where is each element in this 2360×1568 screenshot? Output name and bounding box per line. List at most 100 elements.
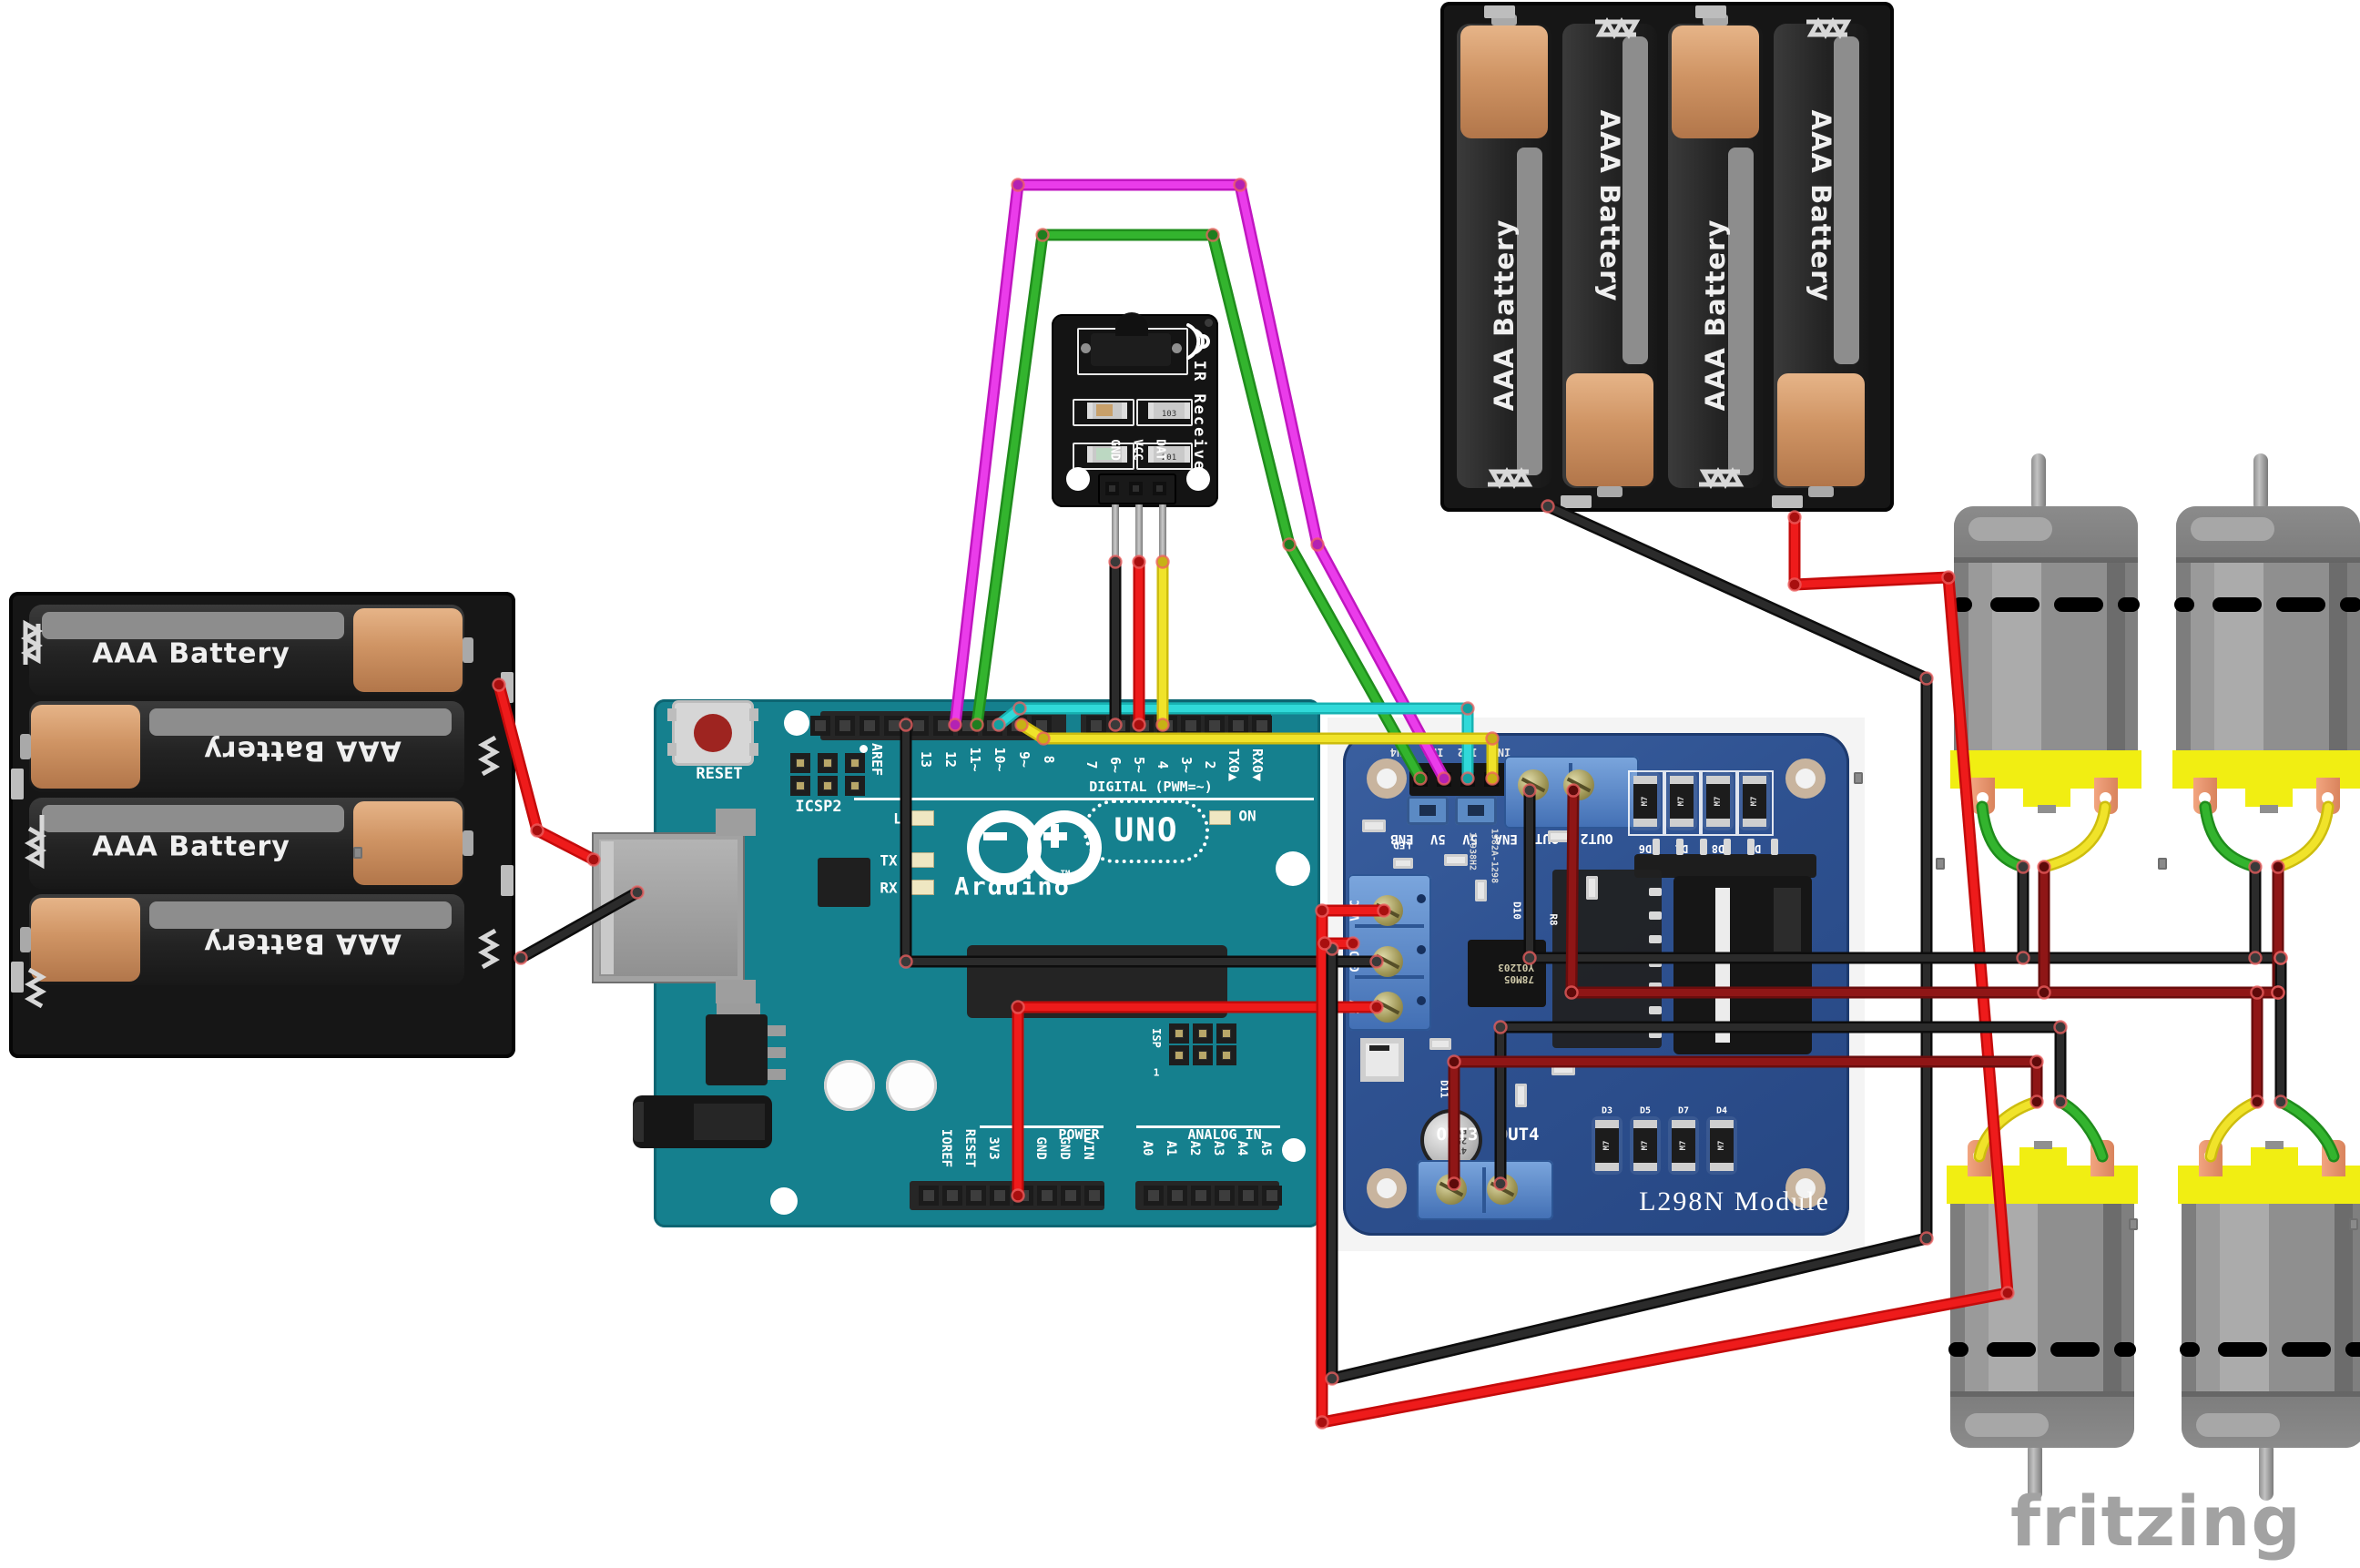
power-header[interactable]	[910, 1181, 1104, 1210]
analog-header[interactable]	[1135, 1181, 1282, 1210]
header-pin[interactable]	[1144, 1186, 1164, 1206]
dc-motor-bottom-left[interactable]	[1947, 1140, 2138, 1501]
wire-bendpoint[interactable]	[2029, 1095, 2044, 1109]
isp-pin[interactable]	[1169, 1023, 1189, 1044]
header-pin[interactable]	[1167, 1186, 1187, 1206]
wire-bendpoint[interactable]	[1919, 1231, 1934, 1246]
icsp2-pin[interactable]	[790, 753, 810, 773]
wire-bendpoint[interactable]	[2274, 951, 2288, 965]
in-header[interactable]	[1409, 763, 1508, 796]
wire-bendpoint[interactable]	[2037, 860, 2051, 874]
wire-bendpoint[interactable]	[2271, 985, 2285, 1000]
isp-pin[interactable]	[1216, 1023, 1236, 1044]
isp-pin[interactable]	[1169, 1045, 1189, 1065]
header-pin[interactable]	[990, 1186, 1010, 1206]
header-pin[interactable]	[1061, 1186, 1081, 1206]
digital-header-left[interactable]	[810, 711, 1066, 740]
digital-header-right[interactable]	[1081, 711, 1272, 740]
wire-bendpoint[interactable]	[514, 951, 528, 965]
header-pin[interactable]	[884, 716, 904, 736]
l298n-module-photo[interactable]: IN1 IN2 IN3 IN4 ENA 5V 5V ENB OUT2 OUT1 …	[1328, 718, 1865, 1251]
header-pin[interactable]	[1181, 716, 1201, 736]
icsp2-pin[interactable]	[818, 776, 838, 796]
icsp2-pin[interactable]	[818, 753, 838, 773]
5v-screw[interactable]	[1372, 992, 1403, 1023]
ir-receiver-module[interactable]: IR Receiver 103 201 GND VCC DAT	[1052, 312, 1218, 563]
ir-pin[interactable]	[1159, 504, 1166, 563]
enb-jumper[interactable]	[1455, 796, 1497, 825]
wire-bendpoint[interactable]	[2016, 860, 2030, 874]
isp-pin[interactable]	[1216, 1045, 1236, 1065]
icsp2-pin[interactable]	[790, 776, 810, 796]
header-pin[interactable]	[835, 716, 855, 736]
header-pin[interactable]	[933, 716, 953, 736]
header-pin[interactable]	[1252, 716, 1272, 736]
header-pin[interactable]	[966, 1186, 986, 1206]
wire-bendpoint[interactable]	[2053, 1095, 2068, 1109]
wire-bendpoint[interactable]	[2016, 951, 2030, 965]
wire-bendpoint[interactable]	[2274, 951, 2288, 965]
wire-bendpoint[interactable]	[1233, 178, 1247, 192]
icsp2-pin[interactable]	[845, 753, 865, 773]
motor2-lead-green[interactable]	[2202, 803, 2259, 871]
header-pin[interactable]	[1215, 1186, 1235, 1206]
out3-screw[interactable]	[1436, 1174, 1467, 1205]
ir-pin[interactable]	[1112, 504, 1119, 563]
isp-pin[interactable]	[1193, 1023, 1213, 1044]
header-pin[interactable]	[1228, 716, 1248, 736]
motor-terminal[interactable]	[2199, 1140, 2223, 1176]
ir-header[interactable]	[1098, 473, 1176, 504]
header-pin[interactable]	[942, 1186, 962, 1206]
wire-bendpoint[interactable]	[2248, 951, 2263, 965]
out1-screw[interactable]	[1563, 769, 1594, 800]
reset-button[interactable]	[667, 703, 758, 763]
wire-bendpoint[interactable]	[2250, 1095, 2264, 1109]
wire-bendpoint[interactable]	[1787, 510, 1802, 524]
wire-bendpoint[interactable]	[1460, 701, 1475, 716]
gnd-screw[interactable]	[1372, 946, 1403, 977]
dc-motor-bottom-right[interactable]	[2178, 1140, 2360, 1501]
ir-pin[interactable]	[1135, 504, 1143, 563]
header-pin[interactable]	[919, 1186, 939, 1206]
header-pin[interactable]	[1007, 716, 1027, 736]
motor-terminal[interactable]	[1968, 1140, 1991, 1176]
header-pin[interactable]	[810, 716, 830, 736]
out2-screw[interactable]	[1518, 769, 1549, 800]
wire-bendpoint[interactable]	[2250, 985, 2264, 1000]
wire-bendpoint[interactable]	[1919, 671, 1934, 686]
header-pin[interactable]	[1013, 1186, 1033, 1206]
wire-bendpoint[interactable]	[1282, 537, 1297, 552]
motor-terminal[interactable]	[2090, 1140, 2114, 1176]
wire-bendpoint[interactable]	[1315, 1415, 1329, 1430]
wire-bendpoint[interactable]	[1787, 577, 1802, 592]
header-pin[interactable]	[1157, 716, 1177, 736]
motor-terminal[interactable]	[1971, 778, 1995, 814]
header-pin[interactable]	[1191, 1186, 1211, 1206]
motor2-lead-yellow[interactable]	[2274, 803, 2332, 871]
wire-bendpoint[interactable]	[2029, 1054, 2044, 1069]
ena-jumper[interactable]	[1407, 796, 1449, 825]
header-pin[interactable]	[1238, 1186, 1258, 1206]
motor-terminal[interactable]	[2193, 778, 2217, 814]
header-pin[interactable]	[1205, 716, 1225, 736]
header-pin[interactable]	[909, 716, 929, 736]
wire-bendpoint[interactable]	[2037, 985, 2051, 1000]
out4-screw[interactable]	[1487, 1174, 1518, 1205]
wire-bendpoint[interactable]	[2274, 1095, 2288, 1109]
header-pin[interactable]	[1110, 716, 1130, 736]
wire-bendpoint[interactable]	[1205, 228, 1220, 242]
motor1-lead-yellow[interactable]	[2040, 803, 2109, 871]
wire-bendpoint[interactable]	[1011, 178, 1025, 192]
wire-bendpoint[interactable]	[1310, 537, 1325, 552]
motor-terminal[interactable]	[2316, 778, 2340, 814]
header-pin[interactable]	[982, 716, 1002, 736]
wire-bendpoint[interactable]	[1941, 570, 1956, 585]
motor1-lead-green[interactable]	[1979, 803, 2027, 871]
motor-terminal[interactable]	[2094, 778, 2118, 814]
dc-motor-top-right[interactable]	[2172, 453, 2360, 814]
wire-bendpoint[interactable]	[2271, 860, 2285, 874]
wire-bendpoint[interactable]	[1035, 228, 1050, 242]
header-pin[interactable]	[1134, 716, 1154, 736]
